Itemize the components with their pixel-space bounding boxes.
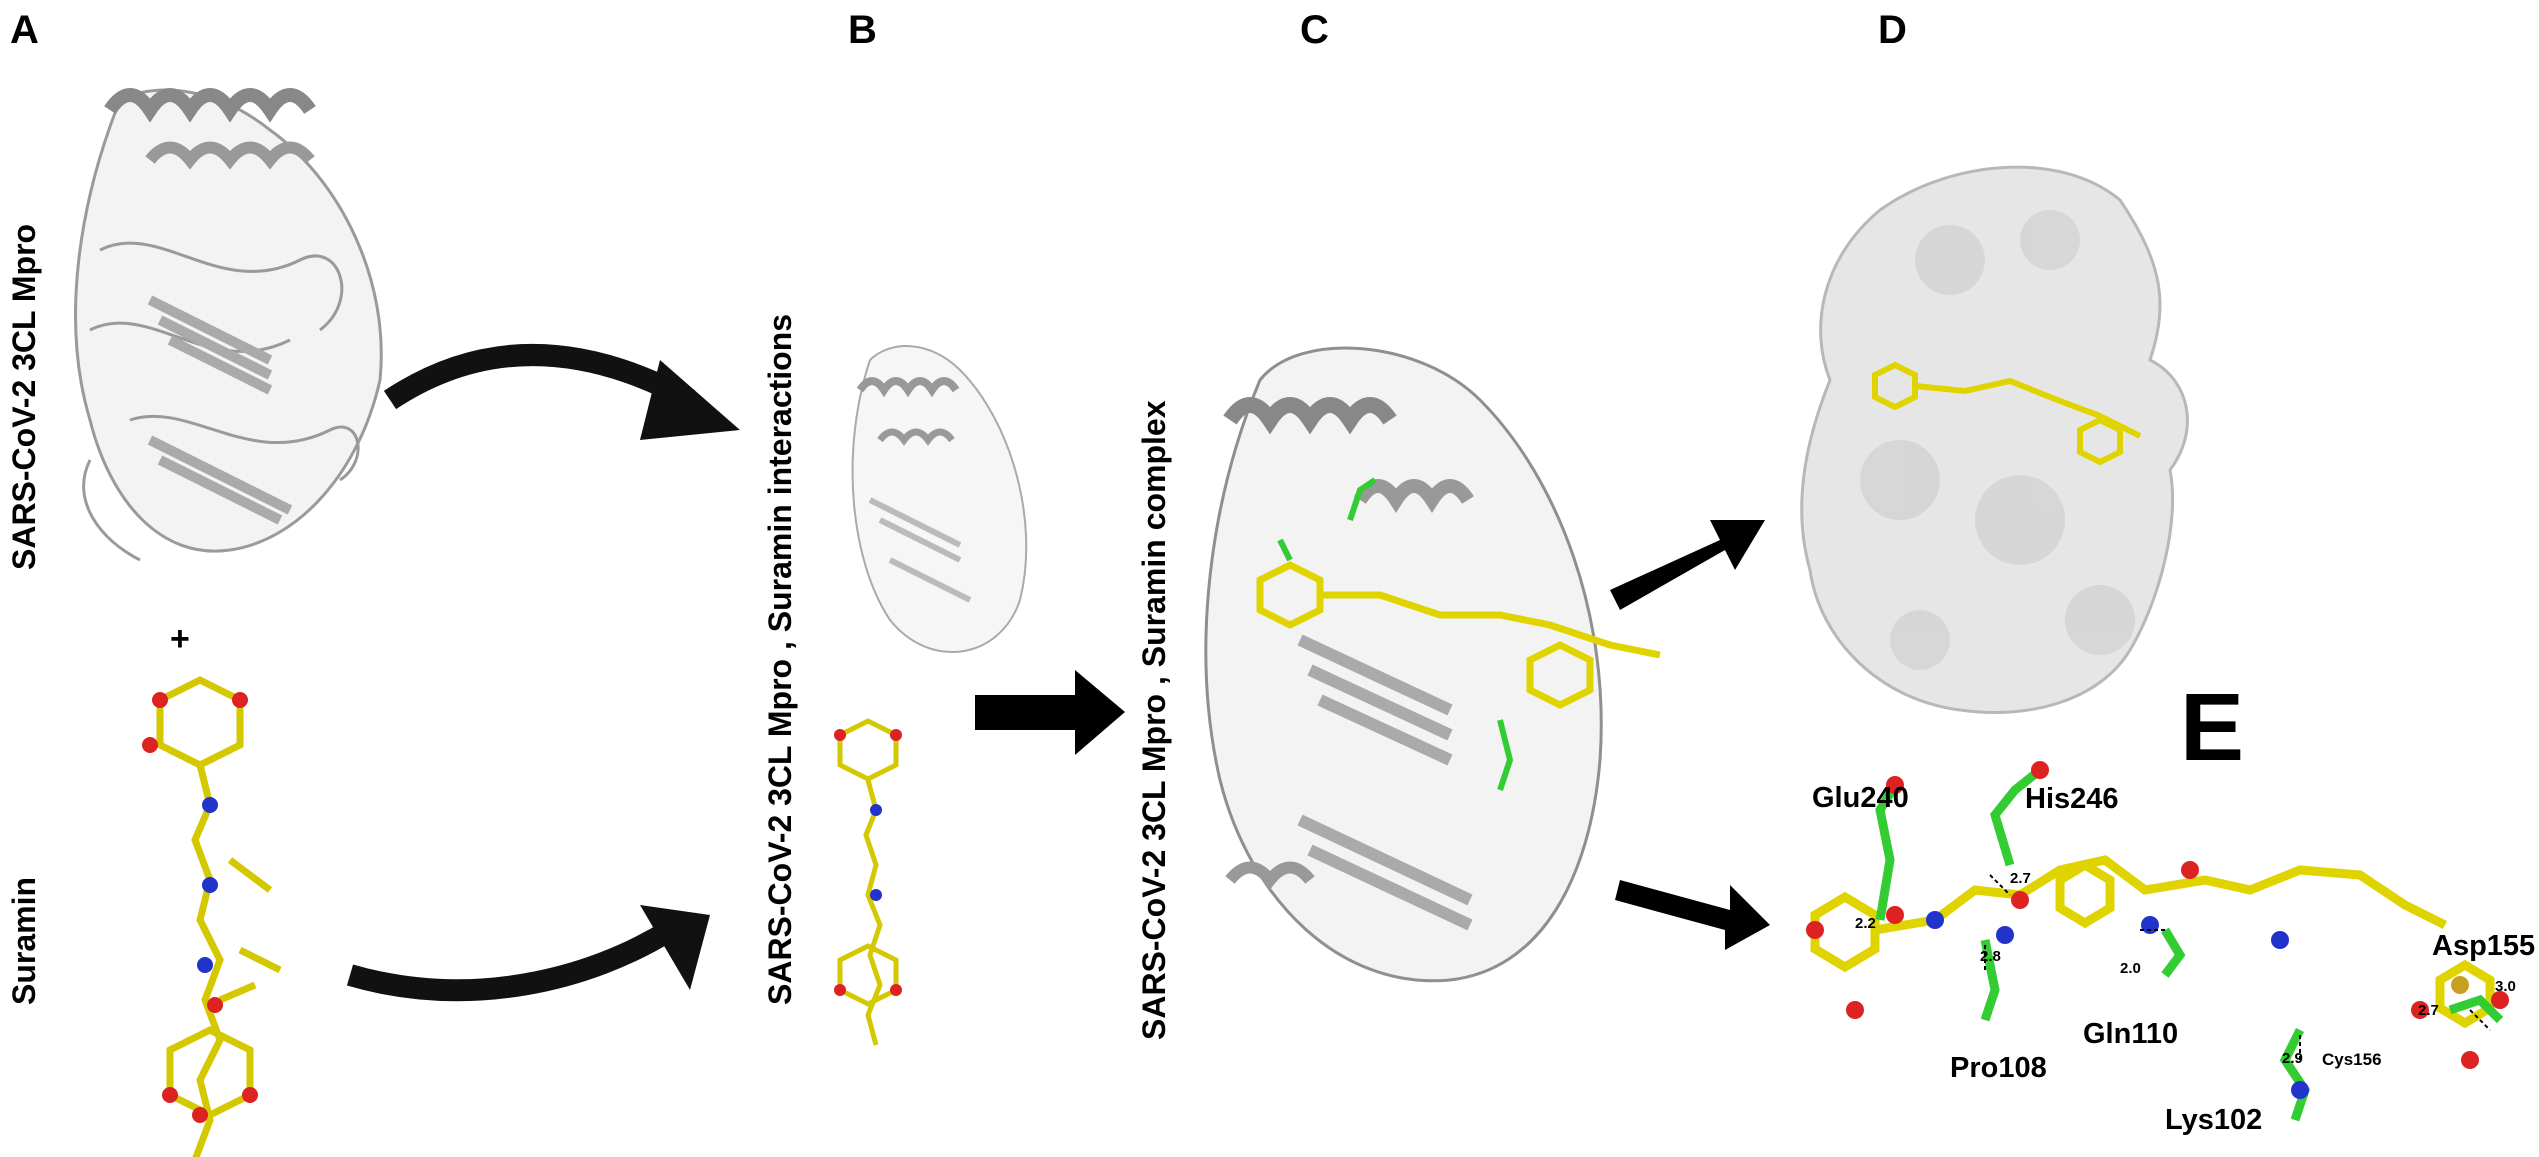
label-interactions: SARS-CoV-2 3CL Mpro , Suramin interactio… bbox=[762, 313, 798, 1005]
surface-shading-d bbox=[1860, 210, 2135, 670]
mpro-structure-b bbox=[851, 345, 1028, 653]
label-suramin: Suramin bbox=[6, 876, 42, 1005]
arrow-b-to-c bbox=[975, 670, 1125, 755]
arrow-c-to-d bbox=[1610, 520, 1765, 610]
mpro-structure-a bbox=[74, 88, 383, 562]
label-complex: SARS-CoV-2 3CL Mpro , Suramin complex bbox=[1136, 400, 1172, 1040]
suramin-atoms-b bbox=[834, 729, 902, 996]
residue-pro108: Pro108 bbox=[1950, 1052, 2047, 1084]
curved-arrow-bottom bbox=[346, 920, 676, 1002]
panel-label-b: B bbox=[848, 8, 877, 52]
distance-label: 2.0 bbox=[2120, 960, 2141, 977]
interaction-map-e bbox=[1806, 761, 2509, 1122]
curved-arrow-top bbox=[383, 344, 696, 410]
residue-glu240: Glu240 bbox=[1812, 782, 1909, 814]
mpro-surface-d bbox=[1800, 165, 2189, 714]
residue-lys102: Lys102 bbox=[2165, 1104, 2263, 1136]
residue-his246: His246 bbox=[2025, 783, 2119, 815]
residue-cys156: Cys156 bbox=[2322, 1050, 2382, 1069]
suramin-molecule-a bbox=[156, 676, 282, 1157]
residues-c bbox=[1277, 477, 1514, 791]
distance-label: 2.8 bbox=[1980, 948, 2001, 965]
plus-sign: + bbox=[170, 620, 190, 658]
panel-label-e: E bbox=[2180, 674, 2245, 781]
suramin-ligand-c bbox=[1256, 561, 1661, 709]
distance-label: 3.0 bbox=[2495, 978, 2516, 995]
residue-gln110: Gln110 bbox=[2083, 1018, 2179, 1050]
suramin-ligand-d bbox=[1872, 361, 2142, 466]
panel-label-d: D bbox=[1878, 8, 1907, 52]
panel-label-a: A bbox=[10, 8, 39, 52]
mpro-structure-c bbox=[1204, 346, 1603, 983]
suramin-molecule-b bbox=[837, 718, 899, 1046]
suramin-atoms-a bbox=[142, 692, 258, 1123]
distance-label: 2.7 bbox=[2418, 1002, 2439, 1019]
distance-label: 2.9 bbox=[2282, 1050, 2303, 1067]
curved-arrow-top-head bbox=[640, 360, 740, 440]
distance-label: 2.2 bbox=[1855, 915, 1876, 932]
residue-asp155: Asp155 bbox=[2432, 930, 2536, 962]
panel-label-c: C bbox=[1300, 8, 1329, 52]
curved-arrow-bottom-head bbox=[640, 905, 710, 990]
label-mpro: SARS-CoV-2 3CL Mpro bbox=[6, 223, 42, 570]
distance-label: 2.7 bbox=[2010, 870, 2031, 887]
arrow-c-to-e bbox=[1615, 880, 1770, 950]
